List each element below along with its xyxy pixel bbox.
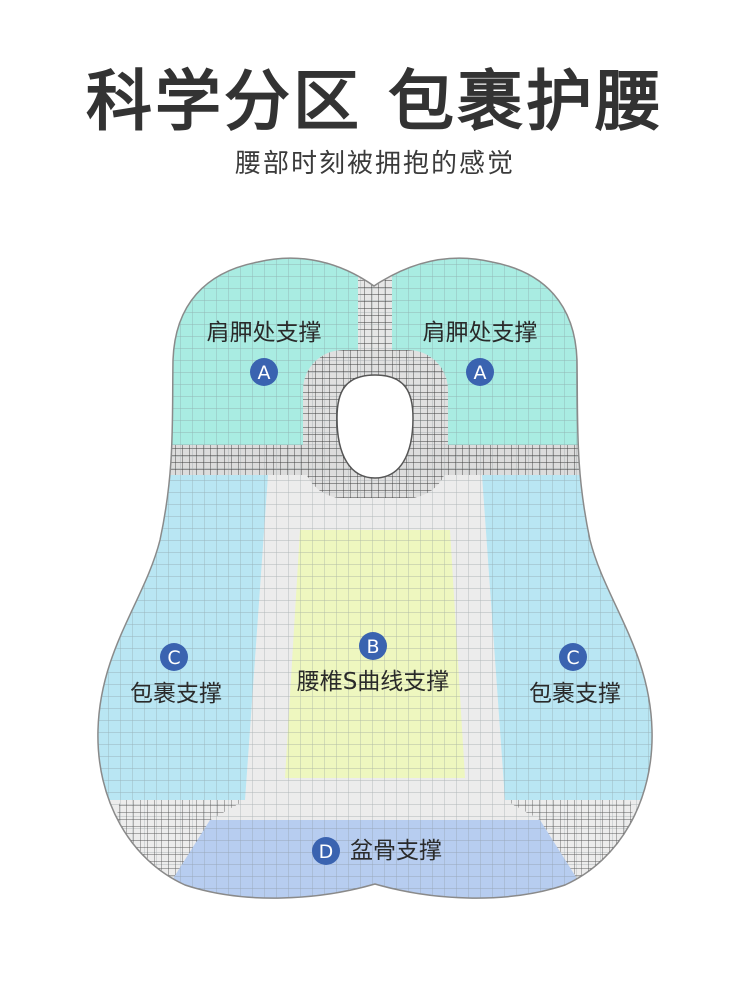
zone-c-right-letter: C	[566, 647, 579, 669]
zone-c-left-label: 包裹支撑	[130, 681, 222, 707]
zone-d-badge	[312, 837, 340, 865]
zone-a-left-badge	[250, 358, 278, 386]
zone-a-right-label: 肩胛处支撑	[423, 320, 538, 346]
zone-a-left-letter: A	[258, 362, 271, 384]
page-title: 科学分区 包裹护腰	[86, 63, 664, 140]
head-hole	[336, 374, 414, 479]
zone-c-right-label: 包裹支撑	[529, 681, 621, 707]
zone-c-right-badge	[559, 643, 587, 671]
zone-d-letter: D	[319, 841, 334, 863]
mesh-overlay	[97, 258, 653, 899]
zone-b-label: 腰椎S曲线支撑	[297, 669, 450, 695]
zone-d-label: 盆骨支撑	[350, 838, 442, 864]
zone-c-left-badge	[160, 643, 188, 671]
page-subtitle: 腰部时刻被拥抱的感觉	[234, 149, 515, 179]
cushion-body	[97, 258, 653, 899]
zone-a-right-badge	[466, 358, 494, 386]
zone-b-badge	[359, 632, 387, 660]
zone-a-left-label: 肩胛处支撑	[207, 320, 322, 346]
zone-c-left-letter: C	[167, 647, 180, 669]
zone-a-right-letter: A	[474, 362, 487, 384]
zone-b-letter: B	[366, 636, 379, 658]
